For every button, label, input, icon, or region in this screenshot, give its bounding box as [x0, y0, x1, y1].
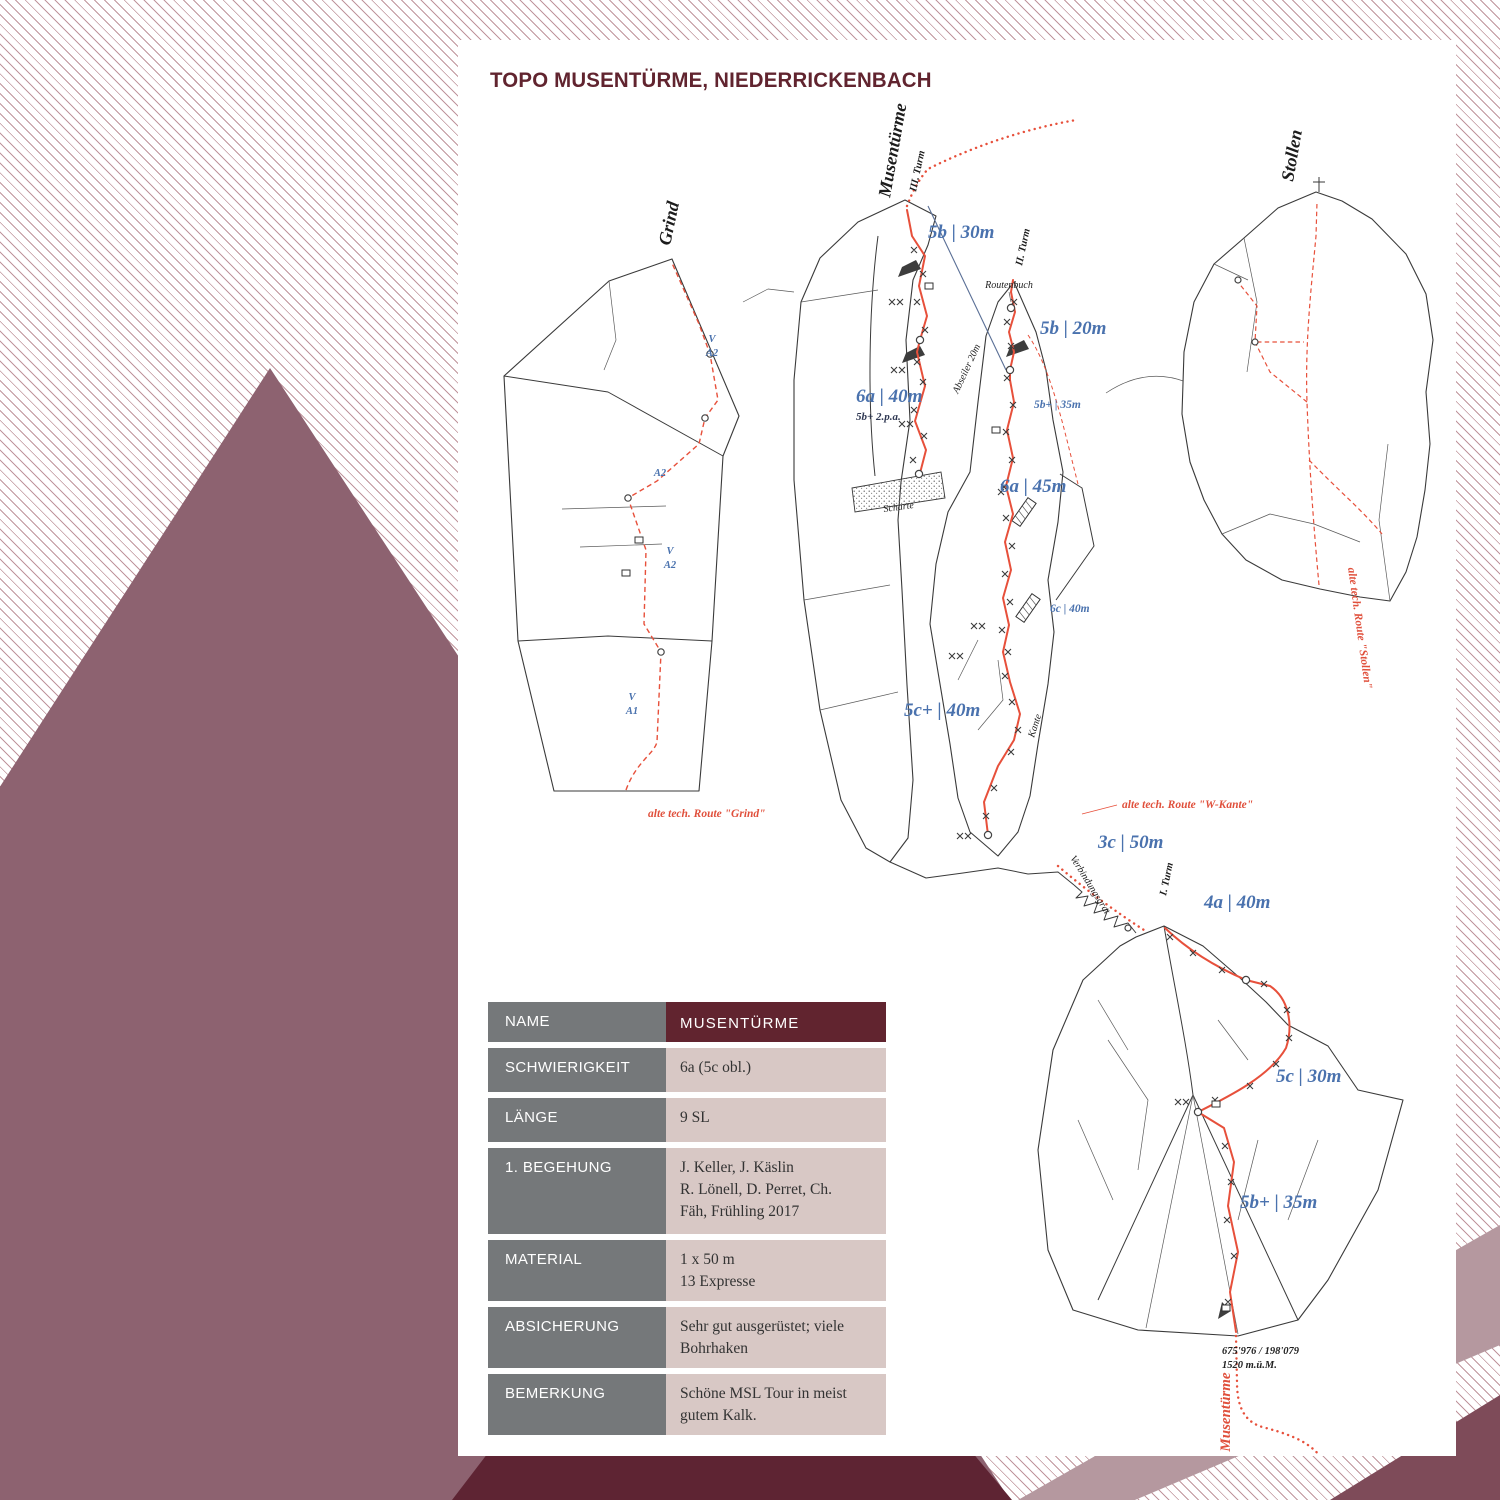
- coordinates-line1: 675'976 / 198'079: [1222, 1346, 1300, 1357]
- grind-grade: A1: [625, 706, 638, 717]
- ladder-symbol: [1011, 496, 1037, 528]
- table-value: MUSENTÜRME: [666, 1002, 886, 1043]
- grind-label: Grind: [654, 199, 683, 247]
- grind-grade: A2: [663, 560, 677, 571]
- stollen-tower: Stollen alte tech. Route "Stollen": [1181, 128, 1434, 690]
- grade-tower-upper: 5c | 30m: [1276, 1066, 1341, 1087]
- grade-turm3-main: 6a | 40m: [856, 386, 922, 407]
- route-tower-upper: [1164, 927, 1291, 1113]
- approach-dotted-top: [905, 118, 1078, 208]
- scharte-label: Scharte: [883, 500, 915, 515]
- route-variant-right: [1027, 334, 1079, 485]
- bolt-marks-central: [948, 298, 1022, 840]
- table-label: NAME: [488, 1002, 666, 1043]
- coordinates-line2: 1520 m.ü.M.: [1222, 1360, 1277, 1371]
- info-table: NAME MUSENTÜRME SCHWIERIGKEIT 6a (5c obl…: [488, 1002, 886, 1436]
- routenbuch-leader: [1008, 291, 1012, 303]
- old-route-grind-caption: alte tech. Route "Grind": [648, 808, 766, 820]
- piton-symbol: [634, 536, 644, 544]
- grade-turm1: 4a | 40m: [1203, 892, 1270, 913]
- grade-tower-lower: 5b+ | 35m: [1240, 1192, 1317, 1213]
- table-row-absicherung: ABSICHERUNG Sehr gut ausgerüstet; viele …: [488, 1307, 886, 1369]
- grade-turm3-sub: 5b+ 2.p.a.: [856, 411, 901, 423]
- table-row-bemerkung: BEMERKUNG Schöne MSL Tour in meist gutem…: [488, 1374, 886, 1436]
- table-row-material: MATERIAL 1 x 50 m 13 Expresse: [488, 1240, 886, 1302]
- table-value: 9 SL: [666, 1098, 886, 1143]
- table-label: BEMERKUNG: [488, 1374, 666, 1436]
- grind-grade: A2: [705, 348, 719, 359]
- stollen-label: Stollen: [1277, 128, 1306, 183]
- abseiler-label: Abseiler 20m: [950, 343, 983, 397]
- musentuerme-label: Musentürme: [874, 102, 910, 200]
- table-label: 1. BEGEHUNG: [488, 1148, 666, 1235]
- roof-symbol: [898, 260, 921, 277]
- table-value: J. Keller, J. Käslin R. Lönell, D. Perre…: [666, 1148, 886, 1235]
- table-row-name: NAME MUSENTÜRME: [488, 1002, 886, 1043]
- roof-symbol: [902, 346, 925, 363]
- grind-grade: A2: [653, 468, 667, 479]
- piton-symbol: [991, 426, 1001, 434]
- background-ridges: [742, 288, 1187, 394]
- stollen-route-main: [1306, 201, 1320, 586]
- bolt-marks-turm3: [888, 246, 929, 464]
- piton-symbol: [1211, 1100, 1221, 1108]
- turm2-label: II. Turm: [1014, 228, 1033, 268]
- grade-turm2-right: 5b+ | 35m: [1034, 399, 1081, 411]
- grind-route: [625, 262, 719, 791]
- piton-symbol: [621, 569, 631, 577]
- scharte-band: [851, 471, 946, 513]
- grind-tower: V A2 A2 V A2 V A1 Grind alte tech. Route…: [503, 199, 766, 820]
- grat-dotted: [1056, 864, 1146, 932]
- turm1-label: I. Turm: [1158, 862, 1176, 898]
- grade-central-right: 6c | 40m: [1050, 603, 1090, 615]
- ladder-symbol: [1015, 592, 1041, 624]
- approach-dotted-bottom: [1234, 1334, 1322, 1456]
- abseil-line: [927, 205, 1007, 371]
- table-value: 1 x 50 m 13 Expresse: [666, 1240, 886, 1302]
- routenbuch-label: Routenbuch: [984, 280, 1033, 291]
- table-label: LÄNGE: [488, 1098, 666, 1143]
- table-row-begehung: 1. BEGEHUNG J. Keller, J. Käslin R. Löne…: [488, 1148, 886, 1235]
- stollen-route-right: [1308, 459, 1383, 535]
- table-label: SCHWIERIGKEIT: [488, 1048, 666, 1093]
- table-row-schwierigkeit: SCHWIERIGKEIT 6a (5c obl.): [488, 1048, 886, 1093]
- table-row-laenge: LÄNGE 9 SL: [488, 1098, 886, 1143]
- page-title: TOPO MUSENTÜRME, NIEDERRICKENBACH: [490, 68, 932, 92]
- roof-symbol: [1006, 340, 1029, 357]
- table-label: MATERIAL: [488, 1240, 666, 1302]
- grind-grade: V: [628, 692, 636, 703]
- piton-symbol: [924, 282, 934, 290]
- summit-cross: [1313, 177, 1325, 192]
- table-value: Schöne MSL Tour in meist gutem Kalk.: [666, 1374, 886, 1436]
- topo-page: TOPO MUSENTÜRME, NIEDERRICKENBACH: [458, 40, 1456, 1456]
- route-tower-lower: [1197, 1111, 1239, 1333]
- table-value: Sehr gut ausgerüstet; viele Bohrhaken: [666, 1307, 886, 1369]
- table-label: ABSICHERUNG: [488, 1307, 666, 1369]
- grade-turm2-top: 5b | 20m: [1040, 318, 1106, 339]
- grade-central: 6a | 45m: [1000, 476, 1066, 497]
- wkante-leader: [1081, 804, 1118, 815]
- old-route-wkante-caption: alte tech. Route "W-Kante": [1122, 799, 1253, 811]
- table-value: 6a (5c obl.): [666, 1048, 886, 1093]
- grade-turm3-top: 5b | 30m: [928, 222, 994, 243]
- bolt-marks-tower: [1166, 933, 1293, 1306]
- grade-grat: 3c | 50m: [1097, 832, 1163, 853]
- grind-grade: V: [708, 334, 716, 345]
- topo-drawing: V A2 A2 V A2 V A1 Grind alte tech. Route…: [503, 102, 1434, 1456]
- grade-lower: 5c+ | 40m: [904, 700, 980, 721]
- approach-route-label: Musentürme: [1218, 1372, 1234, 1453]
- piton-symbol: [1221, 1304, 1231, 1312]
- grind-grade: V: [666, 546, 674, 557]
